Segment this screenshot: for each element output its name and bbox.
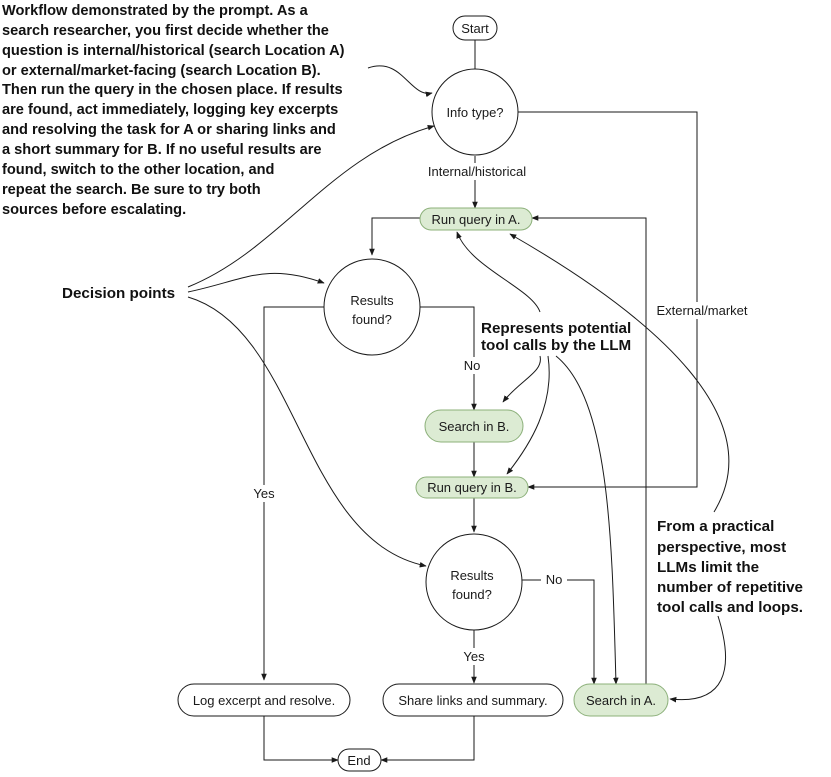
intro-annotation: Workflow demonstrated by the prompt. As … <box>2 3 345 218</box>
edge-share-to-end <box>380 716 475 763</box>
node-start: Start <box>452 15 498 41</box>
svg-text:found?: found? <box>452 587 492 602</box>
edge-log-to-end <box>263 716 339 763</box>
intro-line: are found, act immediately, logging key … <box>2 102 338 118</box>
edge-info-to-query-b <box>518 111 698 490</box>
node-end: End <box>337 748 382 772</box>
svg-text:Run query in A.: Run query in A. <box>432 212 521 227</box>
node-run-query-b: Run query in B. <box>415 476 529 499</box>
practical-line: perspective, most <box>657 539 786 556</box>
svg-text:found?: found? <box>352 312 392 327</box>
intro-line: a short summary for B. If no useful resu… <box>2 142 322 158</box>
label-yes-1: Yes <box>253 486 275 501</box>
edge-labels: Internal/historical External/market No Y… <box>248 163 754 665</box>
intro-line: and resolving the task for A or sharing … <box>2 122 336 138</box>
svg-text:Results: Results <box>350 293 394 308</box>
practical-line: From a practical <box>657 518 774 535</box>
node-log-excerpt: Log excerpt and resolve. <box>177 683 351 717</box>
edge-results1-no <box>420 306 477 411</box>
node-search-a: Search in A. <box>573 683 669 717</box>
label-no-2: No <box>546 572 563 587</box>
svg-text:Search in B.: Search in B. <box>439 419 510 434</box>
intro-line: Then run the query in the chosen place. … <box>2 82 343 98</box>
node-search-b: Search in B. <box>424 409 524 443</box>
node-run-query-a: Run query in A. <box>419 207 533 231</box>
label-external: External/market <box>656 303 747 318</box>
intro-line: Workflow demonstrated by the prompt. As … <box>2 3 309 19</box>
practical-annotation: From a practical perspective, most LLMs … <box>657 518 803 616</box>
node-results-found-1: Results found? <box>323 258 421 356</box>
curve-practical-to-query-a <box>509 233 730 513</box>
svg-text:End: End <box>347 753 370 768</box>
curve-decision-to-info <box>187 124 435 288</box>
svg-text:Info type?: Info type? <box>446 105 503 120</box>
node-info-type: Info type? <box>431 68 519 156</box>
label-no-1: No <box>464 358 481 373</box>
intro-line: sources before escalating. <box>2 202 186 218</box>
decision-points-label: Decision points <box>62 285 175 302</box>
intro-line: search researcher, you first decide whet… <box>2 23 329 39</box>
practical-line: number of repetitive <box>657 579 803 596</box>
svg-text:Share links and summary.: Share links and summary. <box>398 693 547 708</box>
curve-decision-to-results1 <box>187 272 325 293</box>
svg-text:Log excerpt and resolve.: Log excerpt and resolve. <box>193 693 335 708</box>
curve-decision-to-results2 <box>187 296 427 568</box>
curve-tool-to-search-a <box>555 355 619 685</box>
edge-query-a-to-results1 <box>369 217 420 256</box>
intro-line: or external/market-facing (search Locati… <box>2 63 321 79</box>
intro-line: repeat the search. Be sure to try both <box>2 182 261 198</box>
edge-search-a-to-query-a <box>531 215 647 684</box>
curve-tool-to-query-b <box>506 355 550 475</box>
curve-tool-to-query-a <box>456 231 541 313</box>
practical-line: LLMs limit the <box>657 559 759 576</box>
practical-line: tool calls and loops. <box>657 599 803 616</box>
label-internal: Internal/historical <box>428 164 526 179</box>
curve-intro-to-info <box>367 65 433 98</box>
label-yes-2: Yes <box>463 649 485 664</box>
node-share-links: Share links and summary. <box>382 683 564 717</box>
edge-results1-yes <box>261 306 324 681</box>
intro-line: found, switch to the other location, and <box>2 162 274 178</box>
svg-text:Start: Start <box>461 21 489 36</box>
intro-line: question is internal/historical (search … <box>2 43 345 59</box>
annotation-curves <box>187 65 730 703</box>
svg-text:Results: Results <box>450 568 494 583</box>
curve-practical-to-search-a <box>669 615 726 703</box>
tool-calls-line: Represents potential <box>481 320 631 337</box>
tool-calls-annotation: Represents potential tool calls by the L… <box>481 320 631 354</box>
node-results-found-2: Results found? <box>425 533 523 631</box>
flow-edges <box>261 40 698 763</box>
curve-tool-to-search-b <box>502 355 541 403</box>
edge-results2-no <box>522 579 597 685</box>
svg-text:Run query in B.: Run query in B. <box>427 480 517 495</box>
svg-text:Search in A.: Search in A. <box>586 693 656 708</box>
tool-calls-line: tool calls by the LLM <box>481 337 631 354</box>
